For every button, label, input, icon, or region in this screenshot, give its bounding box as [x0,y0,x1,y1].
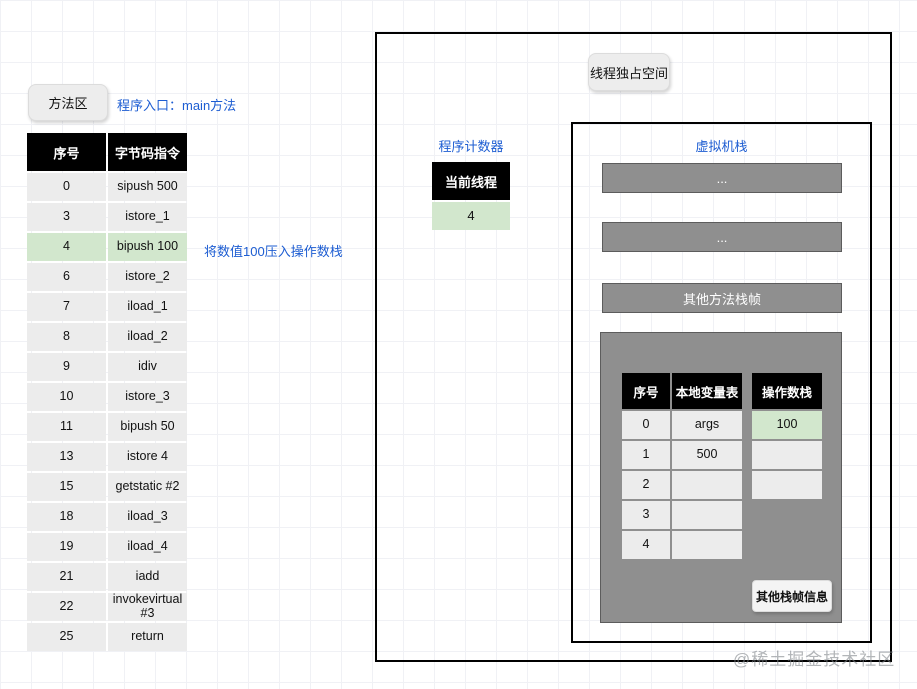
vm-stack-label: 虚拟机栈 [695,139,748,154]
program-counter-value: 4 [432,202,510,230]
local-table-header-index: 序号 [622,373,670,409]
stack-frame-placeholder-bar: ... [602,222,842,252]
method-area-label: 方法区 [28,84,108,121]
bytecode-row-13-instruction: istore 4 [108,443,187,471]
local-table-header-vars: 本地变量表 [672,373,742,409]
bytecode-row-3-instruction: istore_1 [108,203,187,231]
operand-stack-header: 操作数栈 [752,373,822,409]
bytecode-row-0-instruction: sipush 500 [108,173,187,201]
local-var-row-2-index: 2 [622,471,670,499]
bytecode-header-index: 序号 [27,133,106,171]
stack-frame-placeholder-bar: ... [602,163,842,193]
bytecode-row-25-index: 25 [27,623,106,651]
bytecode-row-10-index: 10 [27,383,106,411]
operand-stack-slot-0: 100 [752,411,822,439]
thread-space-box [375,32,892,662]
other-method-frames-bar: 其他方法栈帧 [602,283,842,313]
bytecode-row-7-index: 7 [27,293,106,321]
local-var-row-1-value: 500 [672,441,742,469]
bytecode-row-8-instruction: iload_2 [108,323,187,351]
local-var-row-1-index: 1 [622,441,670,469]
bytecode-row-19-instruction: iload_4 [108,533,187,561]
bytecode-row-15-index: 15 [27,473,106,501]
bytecode-row-11-index: 11 [27,413,106,441]
local-var-row-0-value: args [672,411,742,439]
current-thread-header: 当前线程 [432,162,510,200]
local-var-row-3-value [672,501,742,529]
watermark: @稀土掘金技术社区 [733,650,896,669]
operand-stack-slot-1 [752,441,822,469]
bytecode-row-7-instruction: iload_1 [108,293,187,321]
bytecode-row-9-instruction: idiv [108,353,187,381]
local-var-row-4-value [672,531,742,559]
push-operand-annotation: 将数值100压入操作数栈 [204,244,343,259]
bytecode-row-25-instruction: return [108,623,187,651]
program-counter-table: 当前线程 4 [432,162,510,230]
vm-stack-box [571,122,872,643]
bytecode-row-3-index: 3 [27,203,106,231]
bytecode-row-4-instruction: bipush 100 [108,233,187,261]
bytecode-row-0-index: 0 [27,173,106,201]
thread-space-label: 线程独占空间 [588,53,670,91]
bytecode-row-22-instruction: invokevirtual #3 [108,592,187,621]
bytecode-row-22-index: 22 [27,593,106,621]
bytecode-row-21-index: 21 [27,563,106,591]
bytecode-row-18-instruction: iload_3 [108,503,187,531]
bytecode-row-18-index: 18 [27,503,106,531]
bytecode-row-8-index: 8 [27,323,106,351]
operand-stack-table: 操作数栈 100 [752,373,822,499]
bytecode-row-6-instruction: istore_2 [108,263,187,291]
bytecode-row-9-index: 9 [27,353,106,381]
bytecode-row-10-instruction: istore_3 [108,383,187,411]
bytecode-row-19-index: 19 [27,533,106,561]
bytecode-row-11-instruction: bipush 50 [108,413,187,441]
other-frame-info-label: 其他栈帧信息 [752,580,832,612]
bytecode-row-4-index: 4 [27,233,106,261]
program-entry-note: 程序入口：main方法 [117,98,237,113]
operand-stack-slot-2 [752,471,822,499]
bytecode-row-13-index: 13 [27,443,106,471]
bytecode-row-21-instruction: iadd [108,563,187,591]
local-var-row-4-index: 4 [622,531,670,559]
bytecode-row-6-index: 6 [27,263,106,291]
bytecode-row-15-instruction: getstatic #2 [108,473,187,501]
local-var-row-2-value [672,471,742,499]
program-counter-label: 程序计数器 [438,139,504,154]
local-var-row-0-index: 0 [622,411,670,439]
bytecode-header-instruction: 字节码指令 [108,133,187,171]
local-var-row-3-index: 3 [622,501,670,529]
